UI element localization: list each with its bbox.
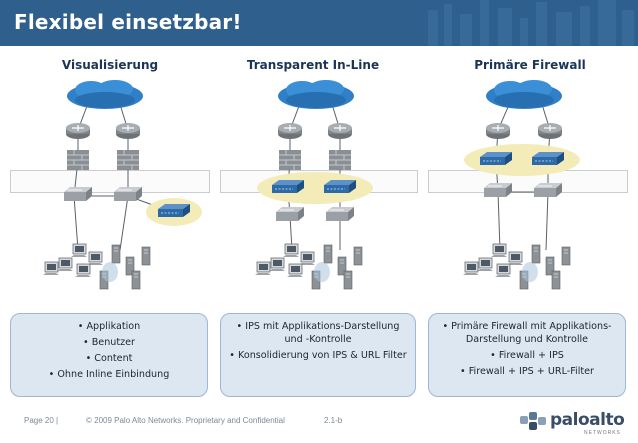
bullet-item: • Primäre Firewall mit Applikations-Dars…	[442, 321, 612, 345]
switch-icon	[63, 186, 93, 202]
bullet-item: • Firewall + IPS	[490, 350, 564, 361]
feature-box-transparent-inline: • IPS mit Applikations-Darstellung und -…	[220, 313, 416, 397]
connection-lines	[495, 97, 551, 251]
logo-subtitle: NETWORKS	[584, 430, 621, 436]
paloalto-logo: paloalto NETWORKS	[518, 410, 628, 438]
connection-lines	[73, 97, 173, 251]
router-icon	[277, 122, 303, 140]
paloalto-appliance-icon	[157, 203, 191, 218]
firewall-icon	[278, 149, 302, 171]
bullet-item: • Konsolidierung von IPS & URL Filter	[229, 350, 407, 361]
network-band	[10, 170, 210, 193]
switch-icon	[275, 206, 305, 222]
switch-icon	[325, 206, 355, 222]
page-title: Flexibel einsetzbar!	[14, 10, 242, 34]
lan-clients-icon	[255, 244, 362, 289]
bullet-item: • Applikation	[77, 321, 141, 332]
lan-clients-icon	[463, 244, 570, 289]
internet-cloud-icon	[486, 80, 562, 109]
page-number: Page 20 |	[24, 416, 59, 425]
router-icon	[327, 122, 353, 140]
paloalto-appliance-icon	[271, 179, 305, 194]
paloalto-appliance-icon	[323, 179, 357, 194]
firewall-icon	[328, 149, 352, 171]
slide-footer: Page 20 | © 2009 Palo Alto Networks. Pro…	[0, 407, 638, 442]
router-icon	[485, 122, 511, 140]
copyright-notice: © 2009 Palo Alto Networks. Proprietary a…	[86, 416, 285, 425]
column-title-transparent-inline: Transparent In-Line	[246, 58, 380, 72]
feature-box-primaere-firewall: • Primäre Firewall mit Applikations-Dars…	[428, 313, 626, 397]
switch-icon	[533, 182, 563, 198]
router-icon	[115, 122, 141, 140]
internet-cloud-icon	[278, 80, 354, 109]
slide-header: Flexibel einsetzbar!	[0, 0, 638, 46]
internet-cloud-icon	[67, 80, 143, 109]
paloalto-appliance-icon	[479, 151, 513, 166]
logo-mark-icon	[520, 412, 546, 430]
header-decoration	[428, 0, 634, 46]
firewall-icon	[116, 149, 140, 171]
column-title-visualisierung: Visualisierung	[61, 58, 159, 72]
feature-box-visualisierung: • Applikation • Benutzer • Content • Ohn…	[10, 313, 208, 397]
column-title-primaere-firewall: Primäre Firewall	[474, 58, 586, 72]
router-icon	[65, 122, 91, 140]
bullet-item: • Firewall + IPS + URL-Filter	[460, 366, 594, 377]
switch-icon	[113, 186, 143, 202]
logo-wordmark: paloalto	[550, 410, 625, 430]
network-diagram	[0, 80, 580, 308]
bullet-item: • Ohne Inline Einbindung	[48, 369, 170, 380]
lan-clients-icon	[43, 244, 150, 289]
router-icon	[537, 122, 563, 140]
version-label: 2.1-b	[324, 416, 343, 425]
bullet-item: • Content	[85, 353, 133, 364]
firewall-icon	[66, 149, 90, 171]
switch-icon	[483, 182, 513, 198]
bullet-item: • IPS mit Applikations-Darstellung und -…	[236, 321, 400, 345]
paloalto-appliance-icon	[531, 151, 565, 166]
bullet-item: • Benutzer	[83, 337, 135, 348]
